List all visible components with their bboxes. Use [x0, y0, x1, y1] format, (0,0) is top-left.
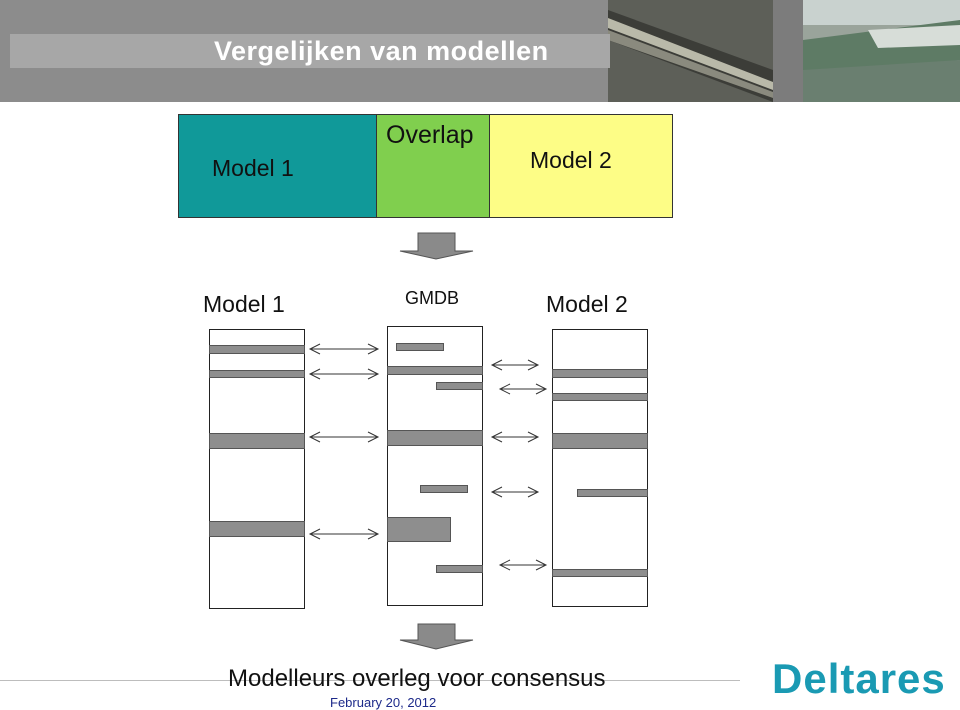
model2-layer — [552, 433, 648, 449]
gmdb-column — [387, 326, 483, 606]
down-arrow-icon — [399, 232, 474, 260]
gmdb-layer — [436, 382, 483, 390]
double-arrow-icon — [308, 368, 380, 380]
double-arrow-icon — [490, 431, 540, 443]
gmdb-layer — [387, 517, 451, 542]
double-arrow-icon — [308, 528, 380, 540]
gmdb-layer — [387, 430, 483, 446]
footer-subtitle: Modelleurs overleg voor consensus — [228, 665, 606, 692]
model1-block — [178, 114, 377, 218]
double-arrow-icon — [498, 383, 548, 395]
model1-layer — [209, 345, 305, 354]
slide-title: Vergelijken van modellen — [214, 36, 549, 66]
header-photo-strip — [608, 0, 960, 102]
model2-layer — [552, 369, 648, 378]
model1-layer — [209, 521, 305, 537]
model2-layer — [552, 569, 648, 577]
top-model1-label: Model 1 — [212, 155, 294, 181]
footer-line — [0, 680, 740, 681]
double-arrow-icon — [308, 343, 380, 355]
down-arrow-icon — [399, 623, 474, 650]
double-arrow-icon — [498, 559, 548, 571]
slide-header: Vergelijken van modellen — [0, 0, 960, 102]
model2-column — [552, 329, 648, 607]
overlap-block — [377, 114, 489, 218]
model1-column — [209, 329, 305, 609]
model2-layer — [552, 393, 648, 401]
model2-layer — [577, 489, 648, 497]
model1-layer — [209, 370, 305, 378]
double-arrow-icon — [490, 359, 540, 371]
gmdb-layer — [436, 565, 483, 573]
title-bar: Vergelijken van modellen — [10, 34, 610, 68]
gmdb-layer — [396, 343, 444, 351]
bottom-gmdb-label: GMDB — [405, 288, 459, 308]
top-model2-label: Model 2 — [530, 147, 612, 173]
gmdb-layer — [387, 366, 483, 375]
bottom-model1-label: Model 1 — [203, 291, 285, 317]
double-arrow-icon — [308, 431, 380, 443]
model2-block — [489, 114, 673, 218]
double-arrow-icon — [490, 486, 540, 498]
footer-date: February 20, 2012 — [330, 695, 437, 710]
gmdb-layer — [420, 485, 468, 493]
bottom-model2-label: Model 2 — [546, 291, 628, 317]
deltares-logo: Deltares — [772, 655, 946, 702]
model1-layer — [209, 433, 305, 449]
top-overlap-label: Overlap — [386, 121, 474, 149]
